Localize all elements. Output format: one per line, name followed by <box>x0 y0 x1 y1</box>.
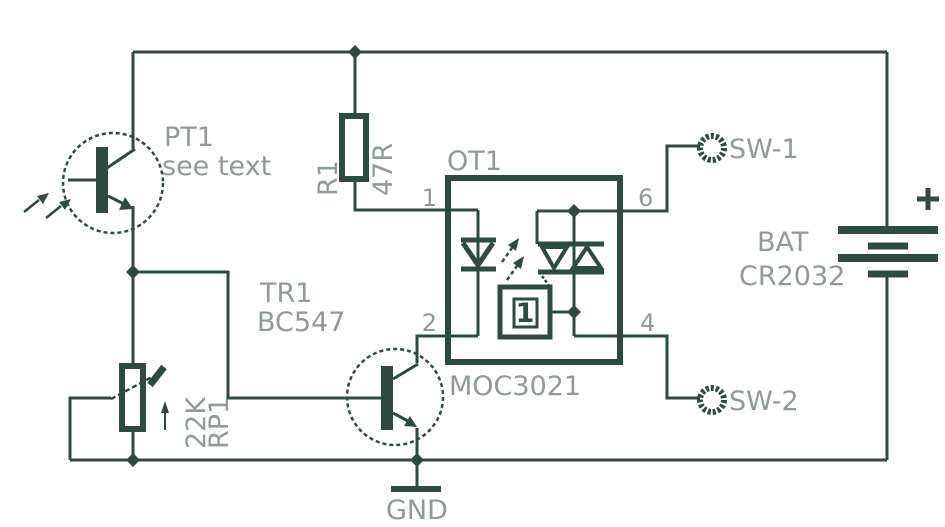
transistor-tr1: TR1 BC547 <box>257 278 445 447</box>
tr1-ref-label: TR1 <box>259 278 312 309</box>
collector-lead <box>106 147 136 170</box>
emitter-arrow-icon <box>119 197 133 210</box>
transistor-body-icon <box>345 347 445 447</box>
light-arrow-line <box>505 265 519 281</box>
wire-segment <box>537 144 700 213</box>
bat-ref-label: BAT <box>757 227 809 258</box>
led-triangle <box>460 241 496 270</box>
pin-6-label: 6 <box>638 184 653 212</box>
transistor-base-bar <box>381 366 393 430</box>
emitter-lead <box>107 194 125 206</box>
trimmer-rp1: 22K RP1 <box>110 363 235 449</box>
resistor-body-icon <box>339 113 369 182</box>
junction-dot <box>410 453 424 467</box>
sw2-label: SW-2 <box>729 386 799 417</box>
battery-bat: BAT CR2032 <box>739 188 939 292</box>
chip-marker-icon: 1 <box>497 284 553 340</box>
rp1-ref-label: RP1 <box>204 397 235 449</box>
light-arrow-head <box>508 238 519 251</box>
light-arrow-head <box>59 199 71 210</box>
led-icon <box>460 237 496 272</box>
pad-icon <box>697 133 727 163</box>
junction-dot <box>567 204 581 218</box>
emitter-lead <box>392 411 409 423</box>
ot1-part-label: MOC3021 <box>449 371 581 402</box>
light-arrow-line <box>500 247 514 263</box>
r1-value-label: 47R <box>368 143 399 196</box>
light-arrows-icon <box>23 193 71 219</box>
junction-dot <box>567 305 581 319</box>
marker-inner-box <box>512 297 539 329</box>
junction-dot <box>348 45 362 59</box>
resistor-r1: R1 47R <box>313 113 399 196</box>
transistor-body-icon <box>61 131 165 235</box>
adjust-arrow-icon <box>161 401 169 430</box>
collector-lead <box>392 362 419 381</box>
pad-icon <box>697 385 727 415</box>
ic-outline <box>445 175 623 365</box>
triac-icon <box>538 241 605 288</box>
r1-ref-label: R1 <box>313 160 344 196</box>
marker-digit: 1 <box>516 298 535 329</box>
transistor-base-bar <box>96 147 108 213</box>
optotriac-ot1: 1 OT1 MOC3021 1 2 6 4 <box>422 146 656 402</box>
ot1-ref-label: OT1 <box>447 146 502 177</box>
pt1-ref-label: PT1 <box>164 122 214 153</box>
junction-dot <box>126 265 140 279</box>
trimmer-body-icon <box>119 363 146 432</box>
junction-dots <box>126 45 581 467</box>
pin-2-label: 2 <box>422 309 437 337</box>
wire-segment <box>133 270 381 400</box>
pin-1-label: 1 <box>422 184 437 212</box>
light-arrow-head <box>513 256 524 269</box>
wire-segment <box>68 396 111 460</box>
adjust-arrow-head <box>161 401 169 413</box>
wire-segment <box>353 179 478 212</box>
light-arrow-head <box>37 193 49 204</box>
emitter-arrow-icon <box>404 416 417 427</box>
light-arrows-icon <box>500 238 524 281</box>
plus-icon <box>917 188 939 210</box>
junction-dot <box>126 453 140 467</box>
pin-4-label: 4 <box>640 309 655 337</box>
wiper-bar <box>147 364 167 388</box>
light-arrow-line <box>23 199 40 213</box>
pt1-note-label: see text <box>162 151 271 182</box>
wire-segment <box>574 334 700 400</box>
connector-sw2: SW-2 <box>697 385 799 417</box>
light-arrow-line <box>45 205 62 219</box>
tr1-value-label: BC547 <box>257 307 345 338</box>
sw1-label: SW-1 <box>729 134 799 165</box>
gnd-label: GND <box>386 495 448 526</box>
triac-right-triangle <box>569 243 605 270</box>
ground-symbol: GND <box>386 486 448 526</box>
bat-value-label: CR2032 <box>739 261 845 292</box>
connector-sw1: SW-1 <box>697 133 799 165</box>
rp1-value-label: 22K <box>181 396 212 449</box>
triac-left-triangle <box>538 245 571 272</box>
phototransistor-pt1: PT1 see text <box>23 122 271 235</box>
marker-outer-box <box>497 284 553 340</box>
